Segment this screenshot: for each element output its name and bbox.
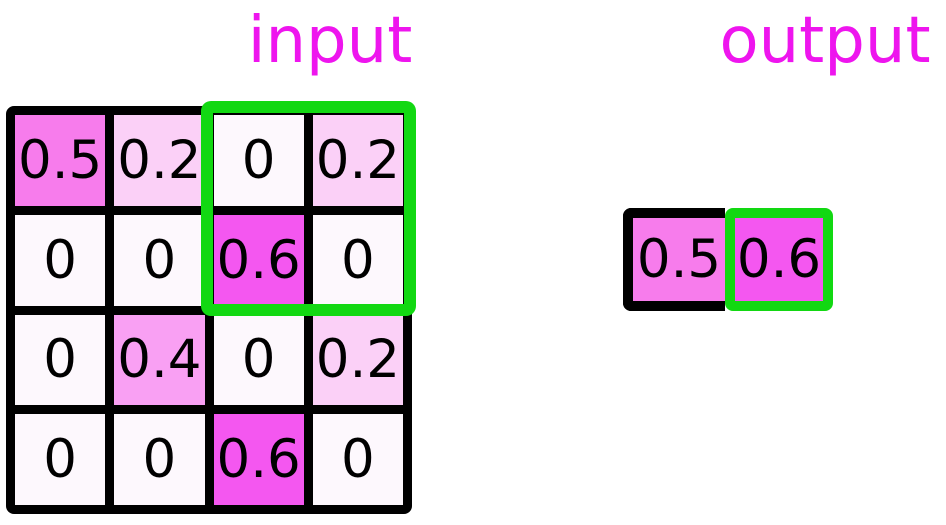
- output-title: output: [719, 4, 931, 78]
- output-cell-highlighted: 0.6: [725, 208, 833, 311]
- input-cell-r0c1: 0.2: [114, 115, 205, 206]
- input-cell-r3c3: 0: [312, 414, 403, 505]
- input-cell-r0c3: 0.2: [312, 115, 403, 206]
- input-cell-r3c0: 0: [15, 414, 106, 505]
- input-cell-r2c0: 0: [15, 314, 106, 406]
- input-cell-r3c1: 0: [114, 414, 205, 505]
- input-cell-r0c0: 0.5: [15, 115, 106, 206]
- input-cell-r1c0: 0: [15, 214, 106, 306]
- input-title: input: [247, 4, 413, 78]
- output-grid: 0.5 0.6: [623, 208, 833, 311]
- input-cell-r3c2: 0.6: [213, 414, 304, 505]
- input-cell-r2c2: 0: [213, 314, 304, 406]
- output-cell: 0.5: [623, 208, 725, 311]
- input-cell-r1c1: 0: [114, 214, 205, 306]
- input-cell-r2c3: 0.2: [312, 314, 403, 406]
- input-cell-r0c2: 0: [213, 115, 304, 206]
- input-cell-r1c3: 0: [312, 214, 403, 306]
- input-cell-r2c1: 0.4: [114, 314, 205, 406]
- input-grid: 0.5 0.2 0 0.2 0 0 0.6 0 0 0.4 0 0.2 0 0 …: [6, 106, 412, 514]
- input-cell-r1c2: 0.6: [213, 214, 304, 306]
